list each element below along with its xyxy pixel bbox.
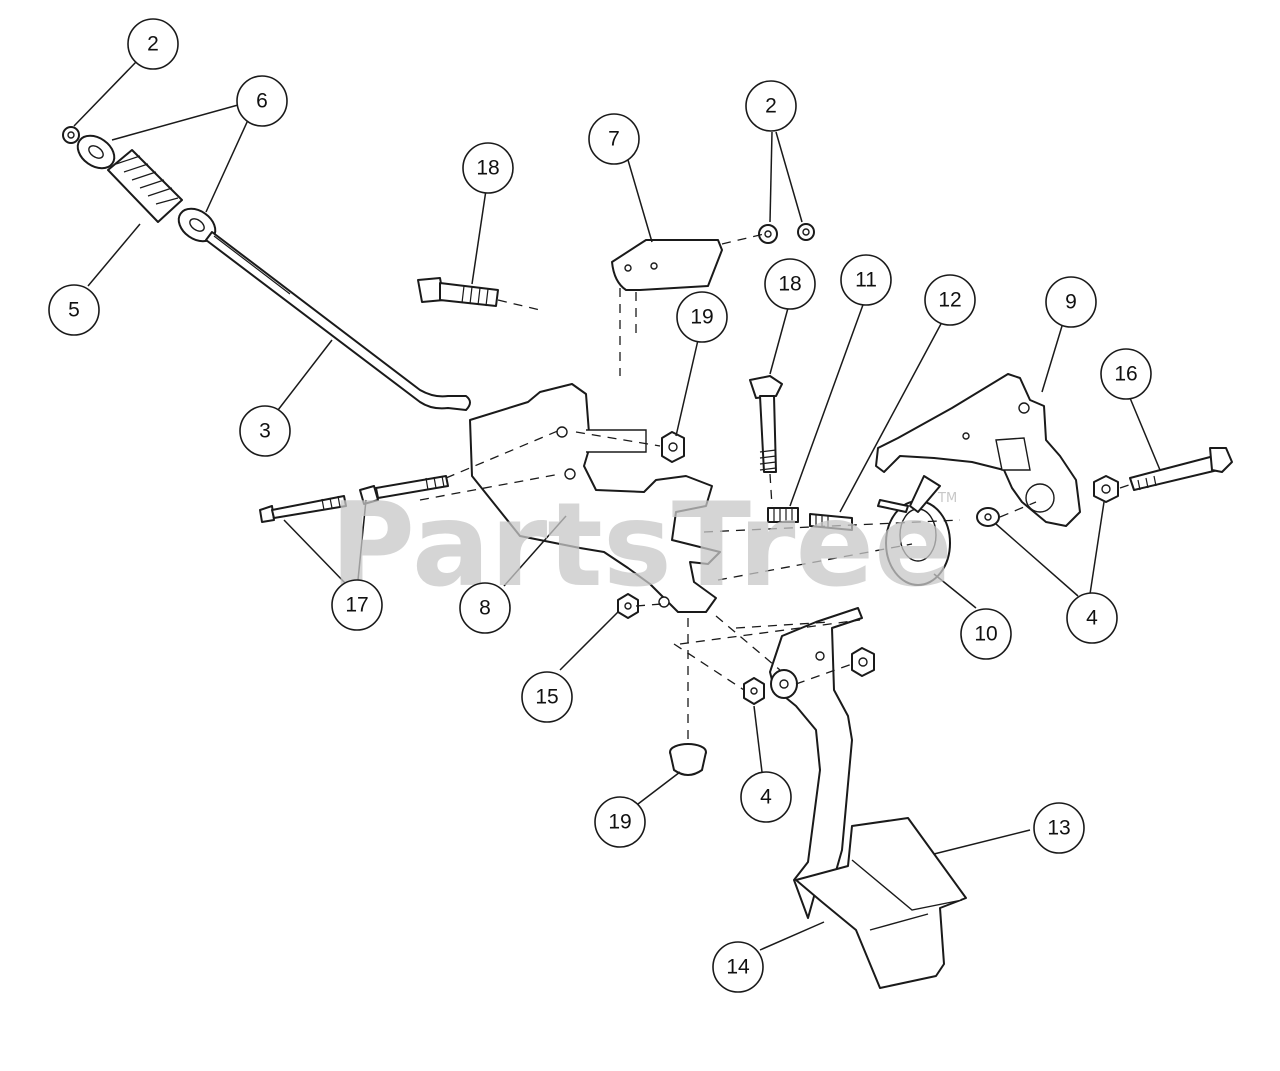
callout-label: 19	[690, 306, 713, 329]
part-spring-11	[767, 507, 799, 523]
callout-10: 10	[960, 608, 1012, 660]
part-washer-4-lower	[743, 677, 765, 705]
callout-12: 12	[924, 274, 976, 326]
part-bracket-8	[469, 383, 721, 613]
callout-7: 7	[588, 113, 640, 165]
callout-15: 15	[521, 671, 573, 723]
callout-label: 18	[476, 157, 499, 180]
watermark-text: PartsTree	[330, 478, 953, 613]
assembly-dash-lines	[419, 233, 1133, 744]
callout-label: 9	[1065, 291, 1077, 314]
callout-label: 13	[1047, 817, 1070, 840]
callout-2-top-left: 2	[127, 18, 179, 70]
part-bumper-19-lower	[669, 743, 707, 776]
callout-18-right: 18	[764, 258, 816, 310]
part-nut-19-upper	[661, 431, 685, 463]
callout-label: 18	[778, 273, 801, 296]
part-nut-4-right	[1093, 475, 1119, 503]
part-nut-2-top-right-a	[758, 224, 778, 244]
callout-label: 14	[726, 956, 750, 979]
part-bushing-lower	[770, 669, 798, 699]
callout-label: 4	[1086, 607, 1098, 630]
watermark: PartsTree TM	[330, 478, 957, 613]
callout-16: 16	[1100, 348, 1152, 400]
part-bolts-17	[259, 475, 449, 523]
callout-label: 6	[256, 90, 268, 113]
callout-11: 11	[840, 254, 892, 306]
callout-13: 13	[1033, 802, 1085, 854]
part-spring-5	[107, 149, 183, 223]
watermark-trademark: TM	[937, 491, 957, 506]
callout-label: 11	[855, 269, 877, 292]
callout-4-lower: 4	[740, 771, 792, 823]
callout-label: 19	[608, 811, 631, 834]
callout-label: 8	[479, 597, 491, 620]
part-bracket-7	[611, 239, 723, 291]
callout-2-top-right: 2	[745, 80, 797, 132]
callout-label: 10	[974, 623, 997, 646]
callout-label: 16	[1114, 363, 1137, 386]
callout-9: 9	[1045, 276, 1097, 328]
callout-5: 5	[48, 284, 100, 336]
callout-18-left: 18	[462, 142, 514, 194]
part-nut-2-top-right-b	[797, 223, 815, 241]
callout-label: 12	[938, 289, 961, 312]
callout-leader-lines	[73, 61, 1161, 951]
callout-3: 3	[239, 405, 291, 457]
part-spring-10	[877, 475, 951, 586]
callout-label: 17	[345, 594, 368, 617]
callout-label: 5	[68, 299, 80, 322]
callout-4-right: 4	[1066, 592, 1118, 644]
callout-label: 2	[147, 33, 159, 56]
part-nut-pedal-pivot	[851, 647, 875, 677]
callout-19-upper: 19	[676, 291, 728, 343]
part-washer-6-left	[76, 134, 116, 170]
callout-label: 7	[608, 128, 620, 151]
callout-17: 17	[331, 579, 383, 631]
callout-6: 6	[236, 75, 288, 127]
part-washer-4-upper	[976, 507, 1000, 527]
part-bolt-18-right	[749, 375, 783, 473]
part-bolt-18-left	[417, 277, 499, 307]
callout-14: 14	[712, 941, 764, 993]
callout-label: 15	[535, 686, 558, 709]
part-lever-9	[875, 373, 1081, 527]
callout-8: 8	[459, 582, 511, 634]
part-rod-3	[205, 231, 471, 411]
part-bolt-16	[1129, 447, 1233, 491]
part-pedal-pad-13	[795, 817, 967, 989]
callout-label: 2	[765, 95, 777, 118]
callout-label: 3	[259, 420, 271, 443]
part-nut-2-top-left	[62, 126, 80, 144]
callout-19-lower: 19	[594, 796, 646, 848]
callout-label: 4	[760, 786, 772, 809]
